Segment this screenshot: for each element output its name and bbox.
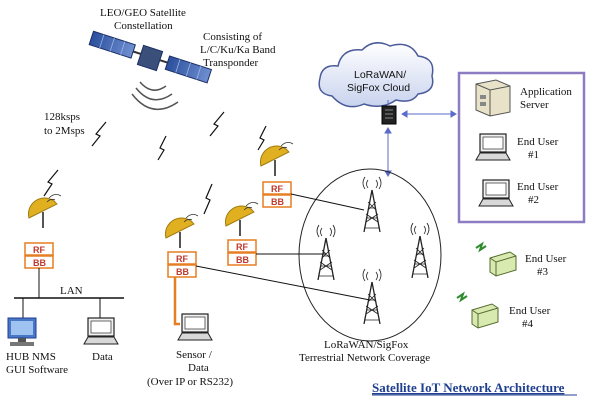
server-icon	[475, 79, 511, 117]
app-server-label-2: Server	[520, 99, 549, 111]
end-user-1-label-1: End User	[517, 136, 559, 148]
tower-icon-2	[316, 224, 336, 281]
end-user-4-label-2: #4	[522, 318, 534, 330]
app-server-label-1: Application	[520, 86, 572, 98]
end-user-4-iot-icon	[456, 291, 499, 329]
cloud-label-1: LoRaWAN/	[354, 69, 406, 81]
end-user-2-computer-icon	[478, 179, 514, 207]
data-label: Data	[92, 351, 113, 363]
cloud-label-2: SigFox Cloud	[347, 82, 410, 94]
link-rate-2: to 2Msps	[44, 125, 85, 137]
sensor-label-3: (Over IP or RS232)	[147, 376, 233, 388]
gateway-server-link	[384, 110, 457, 177]
sensor-dish-icon	[164, 213, 199, 249]
satellite-label-2: Constellation	[114, 20, 173, 32]
satellite-label-1: LEO/GEO Satellite	[100, 7, 186, 19]
hub-label-1: HUB NMS	[6, 351, 56, 363]
tower-icon-4	[362, 268, 382, 325]
hub-rf-label: RF	[33, 245, 45, 255]
end-user-2-label-1: End User	[517, 181, 559, 193]
hub-dish-icon	[27, 193, 62, 229]
coverage-ellipse	[298, 168, 442, 342]
upper-bb-label: BB	[271, 197, 284, 207]
tower-icon-1	[362, 176, 382, 233]
gateway-icon	[381, 105, 397, 125]
transponder-label-1: Consisting of	[203, 31, 262, 43]
tower-icon-3	[410, 222, 430, 279]
end-user-4-label-1: End User	[509, 305, 551, 317]
satellite-icon	[88, 30, 213, 111]
end-user-3-label-1: End User	[525, 253, 567, 265]
middle-rf-label: RF	[236, 242, 248, 252]
hub-bb-label: BB	[33, 258, 46, 268]
transponder-label-3: Transponder	[203, 57, 259, 69]
upper-rf-label: RF	[271, 184, 283, 194]
end-user-1-computer-icon	[475, 133, 511, 161]
coverage-label-2: Terrestrial Network Coverage	[299, 352, 430, 364]
sensor-computer-icon	[177, 313, 213, 341]
lan-label: LAN	[60, 285, 83, 297]
middle-bb-label: BB	[236, 255, 249, 265]
sensor-label-2: Data	[188, 362, 209, 374]
middle-dish-icon	[224, 201, 259, 237]
cloud-icon	[318, 42, 434, 108]
data-computer-icon	[83, 317, 119, 345]
sensor-label-1: Sensor /	[176, 349, 213, 361]
end-user-1-label-2: #1	[528, 149, 539, 161]
end-user-3-label-2: #3	[537, 266, 549, 278]
end-user-2-label-2: #2	[528, 194, 539, 206]
hub-nms-computer-icon	[7, 317, 37, 346]
diagram-title: Satellite IoT Network Architecture	[372, 380, 565, 395]
upper-dish-icon	[259, 141, 294, 177]
link-rate-1: 128ksps	[44, 111, 80, 123]
sensor-rf-label: RF	[176, 254, 188, 264]
hub-label-2: GUI Software	[6, 364, 68, 376]
sensor-bb-label: BB	[176, 267, 189, 277]
coverage-label-1: LoRaWAN/SigFox	[324, 339, 409, 351]
end-user-3-iot-icon	[475, 241, 517, 277]
satellite-link-bolts	[43, 111, 267, 215]
transponder-label-2: L/C/Ku/Ka Band	[200, 44, 276, 56]
